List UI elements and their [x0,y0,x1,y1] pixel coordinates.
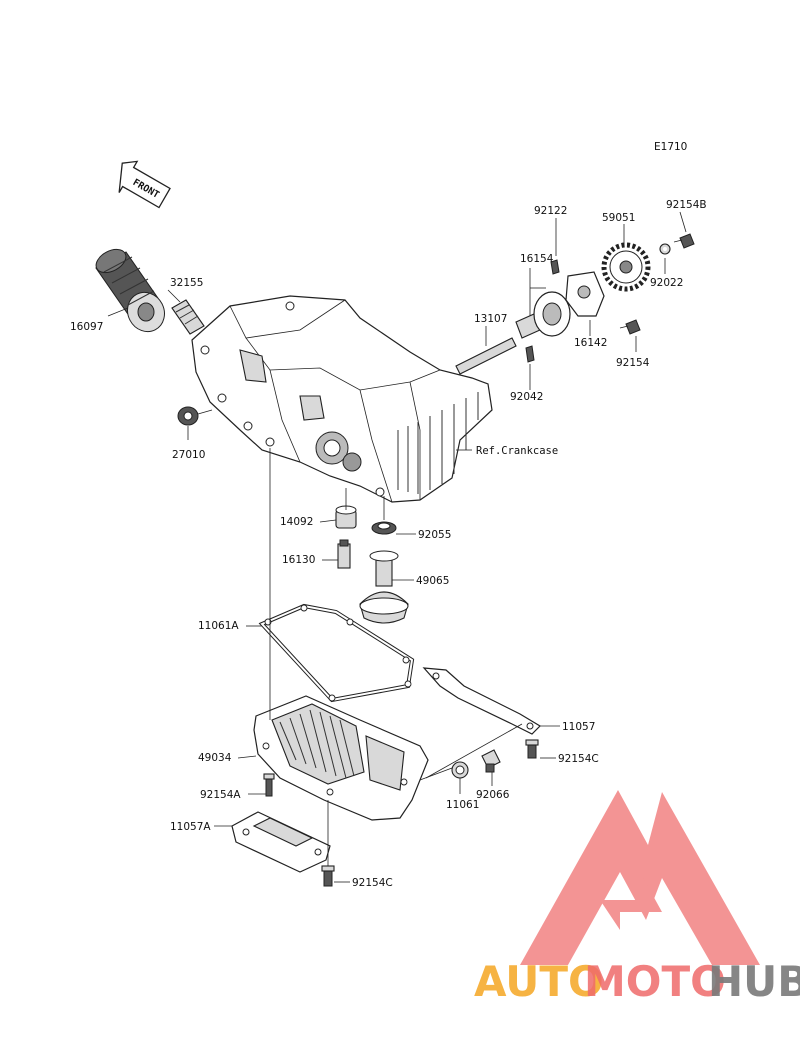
label-11057: 11057 [562,721,595,733]
crankcase-reference [191,295,493,503]
oil-pump-shaft [455,337,517,375]
gasket-11061A [258,603,415,703]
bolt-92154A [263,773,275,797]
label-49065: 49065 [416,575,449,587]
label-92154A: 92154A [200,789,241,801]
label-92154C-lower: 92154C [352,877,393,889]
pin-small [550,259,560,275]
leader-lines [107,211,687,883]
label-14092: 14092 [280,516,313,528]
oil-pan-49034 [253,695,429,821]
label-32155: 32155 [170,277,203,289]
label-13107: 13107 [474,313,507,325]
diagram-code: E1710 [654,141,687,153]
label-16142: 16142 [574,337,607,349]
watermark-text: AUTO MOTO HUB [474,957,800,1006]
label-59051: 59051 [602,212,635,224]
label-27010: 27010 [172,449,205,461]
label-92154B: 92154B [666,199,707,211]
oil-seal [177,406,213,426]
bolt-92154 [619,319,641,335]
label-16130: 16130 [282,554,315,566]
label-16097: 16097 [70,321,103,333]
label-92154: 92154 [616,357,650,369]
label-ref-crankcase: Ref.Crankcase [476,445,558,457]
label-92066: 92066 [476,789,510,801]
watermark-logo [520,790,760,965]
oil-filter [95,248,165,333]
watermark-auto: AUTO [474,957,604,1006]
label-92042: 92042 [510,391,543,403]
label-49034: 49034 [198,752,232,764]
washer-11061 [451,761,469,779]
relief-valve-16130 [337,539,351,569]
label-16154: 16154 [520,253,554,265]
label-92055: 92055 [418,529,451,541]
front-arrow-icon: FRONT [118,160,171,209]
oil-filter-fitting [171,299,205,335]
bolt-92154C-lower [321,865,335,887]
label-92154C-upper: 92154C [558,753,599,765]
bolt-92154B [673,233,695,249]
label-92022: 92022 [650,277,683,289]
oil-pump-cover [565,271,605,317]
label-11057A: 11057A [170,821,211,833]
bracket-11057A [231,811,331,873]
pin [525,345,535,363]
watermark-moto: MOTO [584,957,726,1006]
bracket-11057 [422,667,541,735]
label-11061: 11061 [446,799,479,811]
oil-strainer-49065 [359,550,409,624]
o-ring-92055 [371,521,397,535]
label-11061A: 11061A [198,620,239,632]
drain-plug-92066 [481,749,501,773]
label-92122: 92122 [534,205,567,217]
oil-pump-body [533,291,571,337]
bolt-92154C-upper [525,739,539,759]
sprocket [601,242,651,292]
watermark-hub: HUB [708,957,800,1006]
washer [659,243,671,255]
